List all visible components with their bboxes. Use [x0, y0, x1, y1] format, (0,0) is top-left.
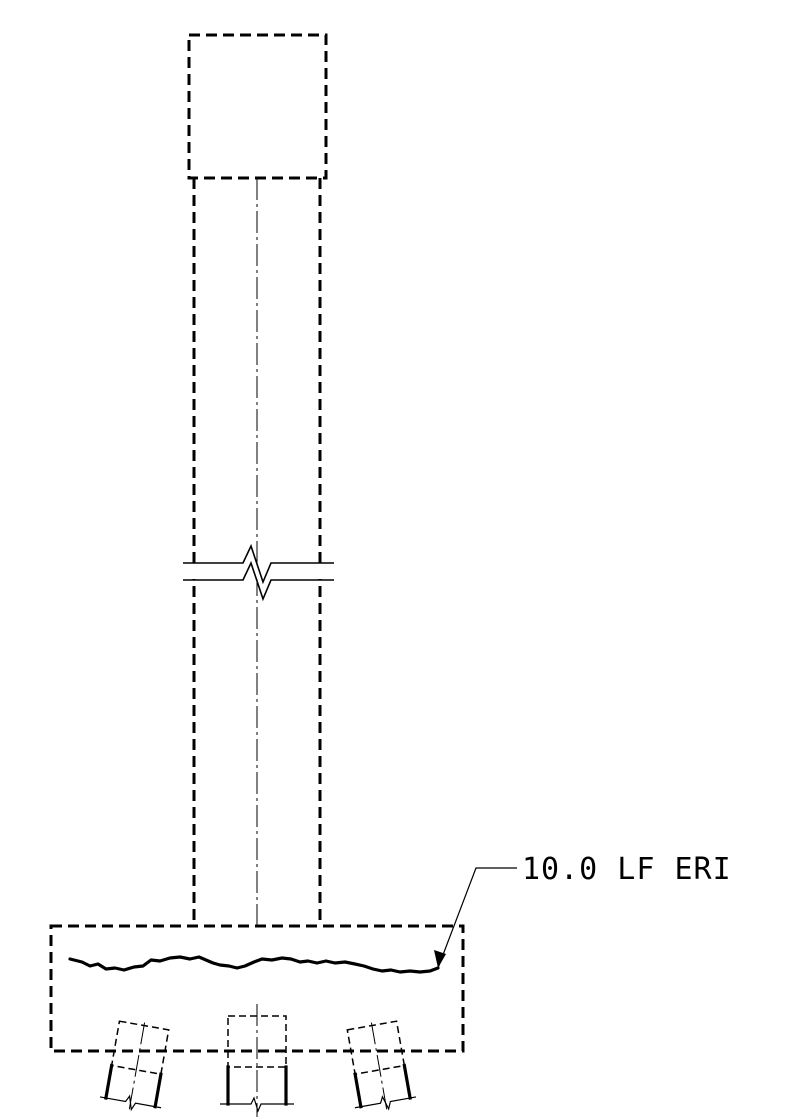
crack-line: [68, 955, 440, 974]
callout-leader: [437, 867, 517, 969]
pile-right-wall-b: [402, 1063, 412, 1100]
pile-left-break: [99, 1094, 162, 1112]
break-line-lower: [183, 560, 334, 602]
pile-left-cap: [110, 1020, 170, 1076]
bottom-structure-box: [49, 924, 465, 1053]
pile-right-cap: [346, 1020, 406, 1076]
pile-right-centerline: [370, 1022, 388, 1110]
pile-left-centerline: [128, 1022, 146, 1110]
break-line-upper: [183, 543, 334, 585]
pile-left-wall-a: [104, 1063, 114, 1100]
callout-arrowhead: [434, 950, 446, 968]
callout-label: 10.0 LF ERI: [522, 852, 732, 887]
pile-right-break: [354, 1095, 417, 1111]
pile-right: [346, 1020, 417, 1111]
pile-left: [99, 1020, 170, 1112]
pile-right-wall-a: [353, 1072, 363, 1109]
pile-center-break: [220, 1096, 294, 1113]
pile-center: [220, 1004, 294, 1117]
pile-left-wall-b: [153, 1072, 163, 1109]
top-structure-box: [187, 33, 328, 180]
